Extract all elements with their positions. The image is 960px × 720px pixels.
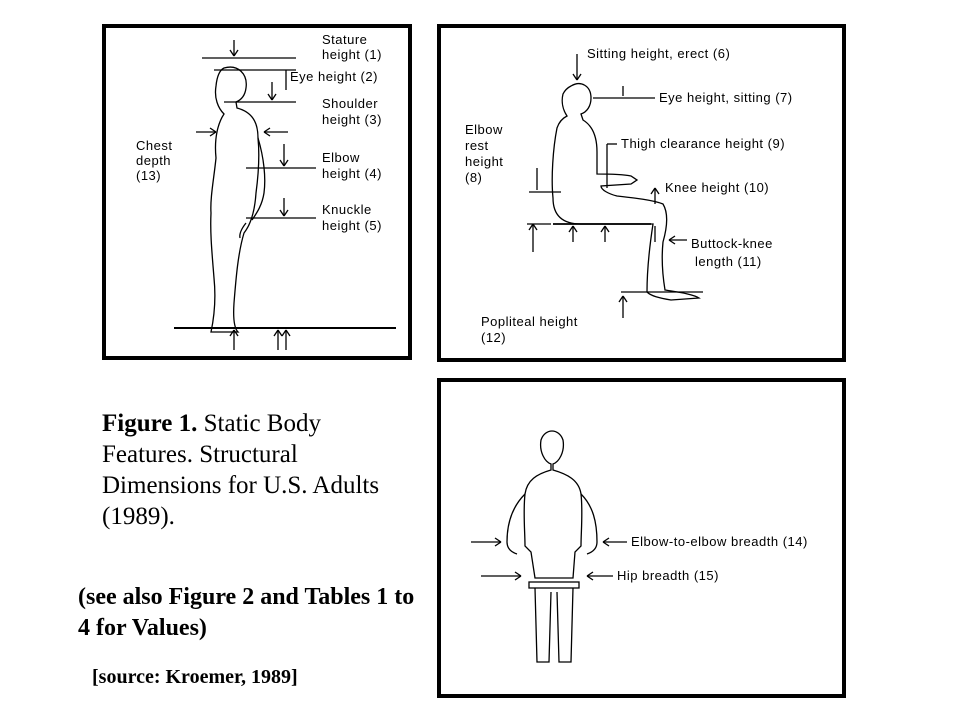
figure-caption: Figure 1. Static Body Features. Structur… — [102, 408, 402, 532]
label-knuckle-1: Knuckle — [322, 202, 372, 217]
front-figure-panel: Elbow-to-elbow breadth (14) Hip breadth … — [437, 378, 846, 698]
label-elbow-breadth: Elbow-to-elbow breadth (14) — [631, 534, 808, 549]
label-elbow-rest-2: rest — [465, 138, 489, 153]
front-body-outline — [523, 430, 583, 579]
source-citation: [source: Kroemer, 1989] — [92, 666, 298, 688]
label-eye-sitting: Eye height, sitting (7) — [659, 90, 793, 105]
label-shoulder-2: height (3) — [322, 112, 382, 127]
label-knuckle-2: height (5) — [322, 218, 382, 233]
label-chest-1: Chest — [136, 138, 172, 153]
front-figure-diagram: Elbow-to-elbow breadth (14) Hip breadth … — [471, 430, 808, 663]
standing-figure-diagram: Stature height (1) Eye height (2) Should… — [136, 32, 396, 350]
label-elbow-1: Elbow — [322, 150, 360, 165]
see-also-note: (see also Figure 2 and Tables 1 to 4 for… — [78, 584, 415, 641]
label-shoulder-1: Shoulder — [322, 96, 378, 111]
label-chest-2: depth — [136, 153, 171, 168]
label-elbow-2: height (4) — [322, 166, 382, 181]
label-popliteal-2: (12) — [481, 330, 506, 345]
label-elbow-rest-4: (8) — [465, 170, 482, 185]
figure-label: Figure 1. — [102, 410, 198, 437]
sitting-body-outline — [551, 83, 701, 301]
label-sitting-height: Sitting height, erect (6) — [587, 46, 730, 61]
label-hip-breadth: Hip breadth (15) — [617, 568, 719, 583]
label-popliteal-1: Popliteal height — [481, 314, 578, 329]
label-stature-1: Stature — [322, 32, 367, 47]
label-thigh: Thigh clearance height (9) — [621, 136, 785, 151]
label-elbow-rest-3: height — [465, 154, 503, 169]
label-buttock-1: Buttock-knee — [691, 236, 773, 251]
label-elbow-rest-1: Elbow — [465, 122, 503, 137]
sitting-figure-diagram: Sitting height, erect (6) Eye height, si… — [465, 46, 793, 345]
label-stature-2: height (1) — [322, 47, 382, 62]
standing-figure-panel: Stature height (1) Eye height (2) Should… — [102, 24, 412, 360]
sitting-figure-panel: Sitting height, erect (6) Eye height, si… — [437, 24, 846, 362]
label-knee: Knee height (10) — [665, 180, 769, 195]
figure-text: Static Body Features. Structural Dimensi… — [102, 410, 380, 530]
label-eye: Eye height (2) — [290, 69, 378, 84]
standing-body-outline — [210, 66, 260, 333]
label-chest-3: (13) — [136, 168, 161, 183]
label-buttock-2: length (11) — [695, 254, 762, 269]
